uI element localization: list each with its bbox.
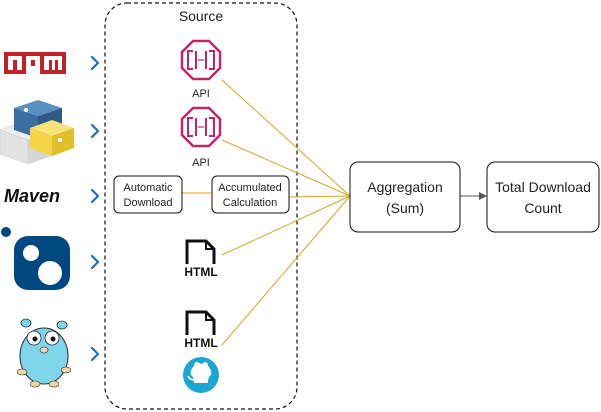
chevron-right-icon xyxy=(90,55,100,71)
nuget-logo-icon xyxy=(1,227,70,290)
api-label: API xyxy=(192,157,210,169)
source-container xyxy=(104,2,298,410)
chevron-right-icon xyxy=(90,254,100,270)
chevrons xyxy=(90,55,100,362)
chevron-right-icon xyxy=(90,123,100,139)
api-label: API xyxy=(192,88,210,100)
html-label: HTML xyxy=(184,265,217,279)
connector-lines xyxy=(221,79,351,346)
chevron-right-icon xyxy=(90,346,100,362)
total-download-count-line1: Total Download xyxy=(495,179,591,195)
go-gopher-icon xyxy=(16,318,72,388)
accumulated-calculation-line1: Accumulated xyxy=(218,182,282,194)
api-icon xyxy=(180,39,222,81)
html-file-icon xyxy=(182,310,220,350)
accumulated-calculation-line2: Calculation xyxy=(223,197,277,209)
total-download-count-box xyxy=(486,161,600,233)
source-title: Source xyxy=(179,8,224,24)
accumulated-calculation-box xyxy=(211,175,290,214)
python-pypi-icon xyxy=(0,100,74,165)
html-file-icon xyxy=(182,239,220,279)
automatic-download-line2: Download xyxy=(124,197,173,209)
github-icon xyxy=(183,357,219,393)
chevron-right-icon xyxy=(90,188,100,204)
aggregation-line1: Aggregation xyxy=(367,179,443,195)
automatic-download-line1: Automatic xyxy=(124,182,173,194)
total-download-count-line2: Count xyxy=(524,200,561,216)
api-icon xyxy=(180,106,222,148)
aggregation-line2: (Sum) xyxy=(386,200,424,216)
automatic-download-box xyxy=(113,175,183,214)
html-label: HTML xyxy=(184,336,217,350)
maven-logo: Maven xyxy=(4,186,60,206)
aggregation-box xyxy=(349,161,461,233)
npm-logo-icon xyxy=(4,52,66,74)
